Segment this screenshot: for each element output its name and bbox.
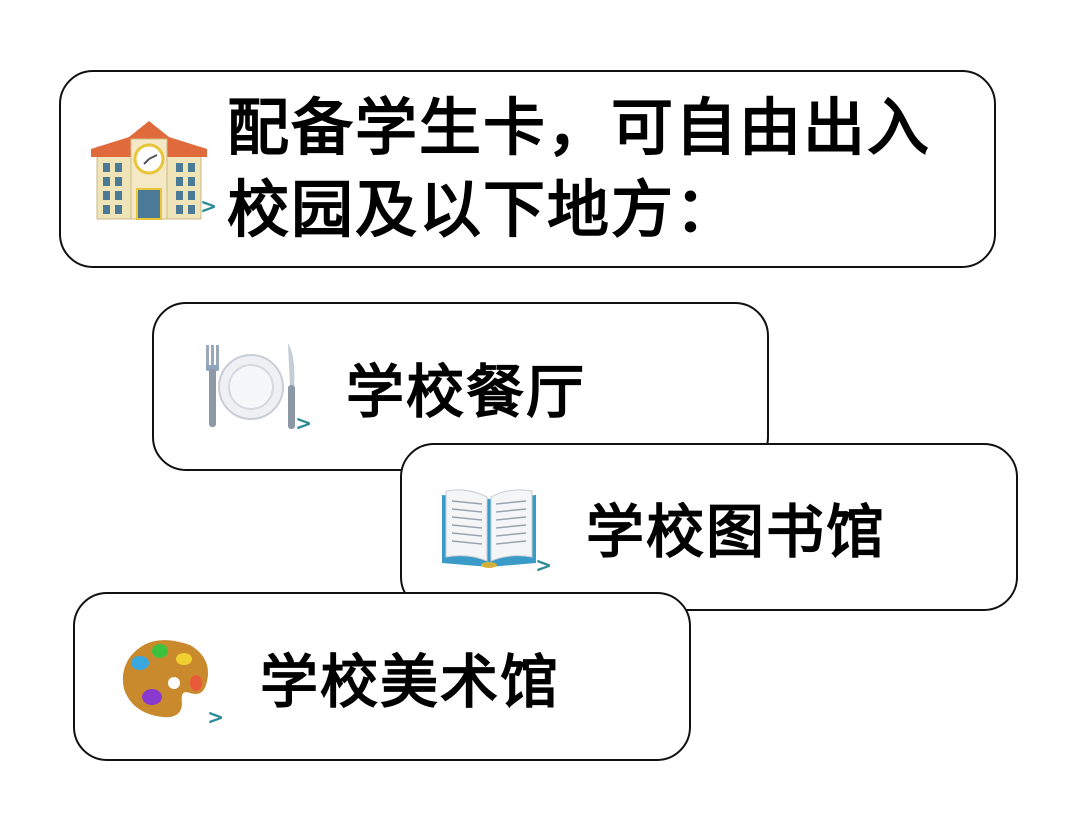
place-card-library[interactable]: > 学校图书馆 bbox=[400, 443, 1018, 611]
chevron-right-icon: > bbox=[207, 704, 224, 729]
chevron-right-icon: > bbox=[200, 194, 217, 218]
chevron-right-icon: > bbox=[295, 410, 312, 435]
intro-text: 配备学生卡，可自由出入校园及以下地方： bbox=[227, 91, 932, 246]
artist-palette-icon: > bbox=[110, 627, 224, 729]
place-card-cafeteria[interactable]: > 学校餐厅 bbox=[152, 302, 769, 471]
place-label: 学校美术馆 bbox=[260, 647, 561, 716]
intro-card: > 配备学生卡，可自由出入校园及以下地方： bbox=[59, 70, 996, 268]
fork-knife-plate-icon: > bbox=[196, 337, 312, 437]
chevron-right-icon: > bbox=[535, 553, 552, 577]
place-label: 学校餐厅 bbox=[346, 357, 587, 426]
place-card-art-museum[interactable]: > 学校美术馆 bbox=[73, 592, 691, 761]
place-label: 学校图书馆 bbox=[586, 498, 887, 566]
open-book-icon: > bbox=[434, 477, 552, 577]
school-building-icon: > bbox=[89, 114, 217, 224]
